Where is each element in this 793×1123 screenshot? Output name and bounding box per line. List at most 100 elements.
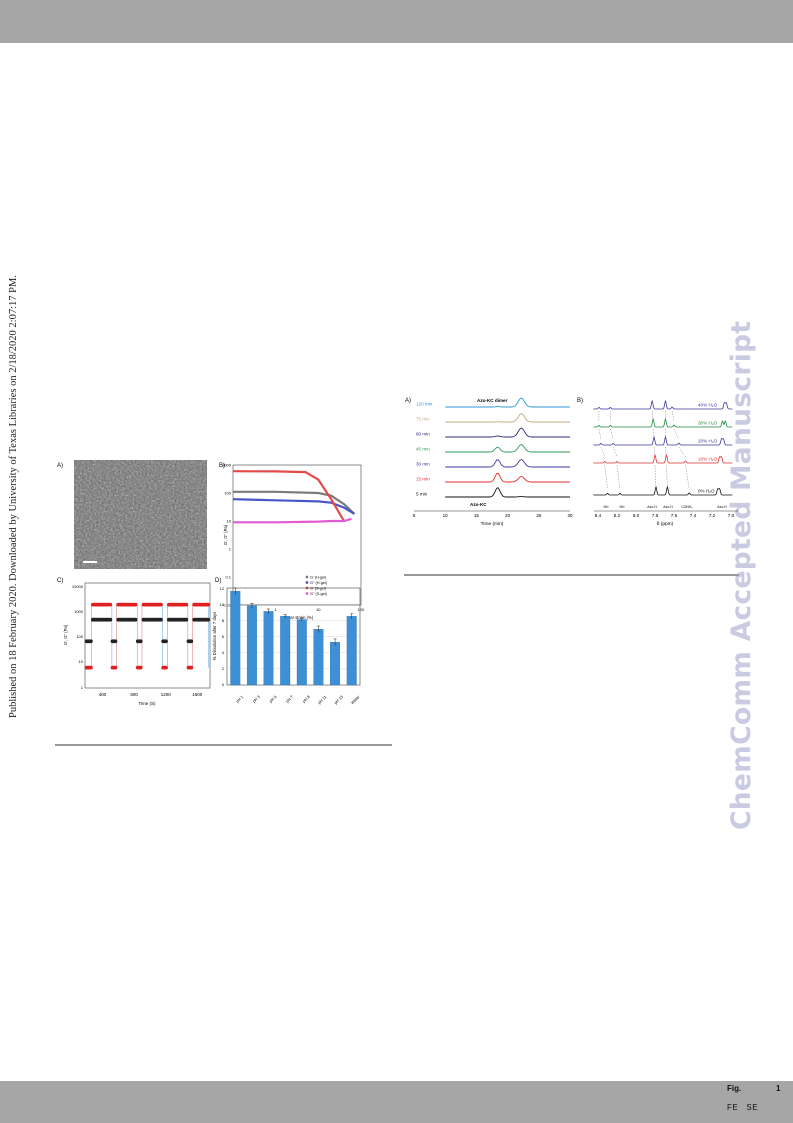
x-tick-label: 7.0: [728, 513, 735, 518]
legend-label: G' (H-gel): [310, 576, 327, 580]
x-tick-label: 8.4: [595, 513, 602, 518]
water-label: 20% H₂O: [698, 439, 718, 444]
y-tick-label: 4: [222, 650, 225, 655]
x-tick-label: 8.0: [633, 513, 640, 518]
peak-guide: [610, 428, 614, 440]
hplc-trace: [445, 412, 570, 423]
right-figure-rule: [404, 574, 739, 576]
x-category-label: pH 11: [317, 694, 328, 705]
data-point: [164, 665, 168, 670]
panel-label-a: A): [405, 398, 411, 404]
peak-label: Azo-H: [647, 505, 657, 509]
peak-label: CONH₂: [681, 505, 693, 509]
y-tick-label: 12: [220, 586, 225, 591]
footer-bar: [0, 1081, 793, 1123]
data-point: [138, 665, 143, 670]
data-point: [133, 617, 138, 622]
data-point: [138, 639, 143, 644]
nmr-spectrum: [593, 417, 733, 428]
nmr-spectrum: [593, 453, 733, 464]
y-tick-label: 10: [227, 519, 232, 524]
panel-label-b: B): [219, 463, 225, 469]
time-label: 120 min: [416, 402, 433, 407]
time-label: 5 min: [416, 492, 428, 497]
data-point: [89, 639, 93, 644]
legend-marker: [305, 592, 309, 595]
legend-label: G'' (H-gel): [310, 581, 328, 585]
bar: [263, 611, 274, 686]
y-tick-label: 10: [79, 659, 84, 664]
y-tick-label: 100: [76, 634, 83, 639]
bar: [296, 619, 307, 686]
annotation-dimer: Azo-KC dimer: [477, 398, 508, 403]
tem-micrograph: [74, 460, 207, 569]
peak-guide: [598, 428, 602, 440]
peak-guide: [671, 410, 675, 422]
panel-b-peak-labels: NH NH Azo-H Azo-H CONH₂ Azo-H: [604, 505, 728, 509]
x-tick-label: 25: [536, 513, 542, 518]
panel-label-b: B): [577, 398, 583, 404]
peak-guide: [604, 464, 608, 490]
peak-label: NH: [604, 505, 609, 509]
data-point: [189, 639, 194, 644]
data-point: [113, 639, 118, 644]
bar: [246, 605, 257, 686]
x-category-label: pH 5: [268, 694, 278, 704]
y-tick-label: 1: [81, 685, 84, 690]
data-point: [164, 639, 168, 644]
panel-b-legend: G' (H-gel) G'' (H-gel) G' (S-gel) G'' (S…: [305, 576, 328, 596]
x-tick-label: 5: [413, 513, 416, 518]
panel-c-step-strain: G', G'' (Pa) Time (S) 400 800 1200 1600 …: [63, 582, 211, 706]
annotation-monomer: Azo-KC: [470, 502, 487, 507]
x-category-label: pH 7: [285, 694, 295, 704]
x-tick-label: 20: [505, 513, 511, 518]
water-label: 30% H₂O: [698, 421, 718, 426]
panel-d-x-labels: pH 1 pH 3 pH 5 pH 7 pH 9 pH 11 pH 13 Wat…: [235, 694, 361, 706]
data-point: [108, 602, 113, 607]
panel-label-c: C): [57, 578, 63, 584]
x-category-label: pH 13: [333, 694, 345, 706]
peak-label: Azo-H: [663, 505, 673, 509]
x-tick-label: 1: [275, 607, 278, 612]
manuscript-watermark: ChemComm Accepted Manuscript: [726, 300, 782, 830]
bar: [313, 629, 324, 686]
left-figure-rule: [55, 744, 392, 746]
panel-b-rheology-strain: G', G'' (Pa) Shear strain (%) 0.1 1 10 1…: [222, 463, 365, 621]
x-category-label: pH 1: [235, 694, 245, 704]
fig-label: Fig.: [727, 1084, 742, 1093]
series-line: [233, 490, 356, 515]
fe-se-code: FE SE: [727, 1103, 759, 1112]
time-label: 75 min: [416, 417, 430, 422]
peak-guide: [673, 428, 679, 440]
legend-label: G' (S-gel): [310, 587, 327, 591]
data-point: [133, 602, 138, 607]
y-tick-label: 6: [222, 634, 225, 639]
peak-guide: [654, 464, 657, 490]
hplc-trace: [445, 472, 570, 483]
scale-bar: [83, 561, 97, 563]
water-label: 10% H₂O: [698, 457, 718, 462]
x-tick-label: 100: [358, 607, 365, 612]
panel-d-ylabel: % Dissolution after 7 days: [212, 612, 217, 660]
left-figure: A) B) C) D) G', G'' (Pa) Shear strain (%…: [57, 460, 365, 706]
series-line: [233, 517, 352, 524]
data-point: [113, 665, 118, 670]
data-point: [184, 602, 189, 607]
y-tick-label: 10: [220, 602, 225, 607]
panel-label-d: D): [215, 578, 221, 584]
time-label: 30 min: [416, 462, 430, 467]
x-tick-label: 30: [567, 513, 573, 518]
data-point: [189, 665, 194, 670]
y-tick-label: 10000: [72, 584, 84, 589]
peak-guide: [613, 446, 618, 458]
x-tick-label: 800: [130, 692, 138, 697]
panel-label-a: A): [57, 463, 63, 469]
time-label: 45 min: [416, 447, 430, 452]
x-category-label: pH 3: [251, 694, 261, 704]
bar: [230, 591, 241, 686]
peak-label: Azo-H: [717, 505, 727, 509]
data-point: [206, 617, 211, 622]
